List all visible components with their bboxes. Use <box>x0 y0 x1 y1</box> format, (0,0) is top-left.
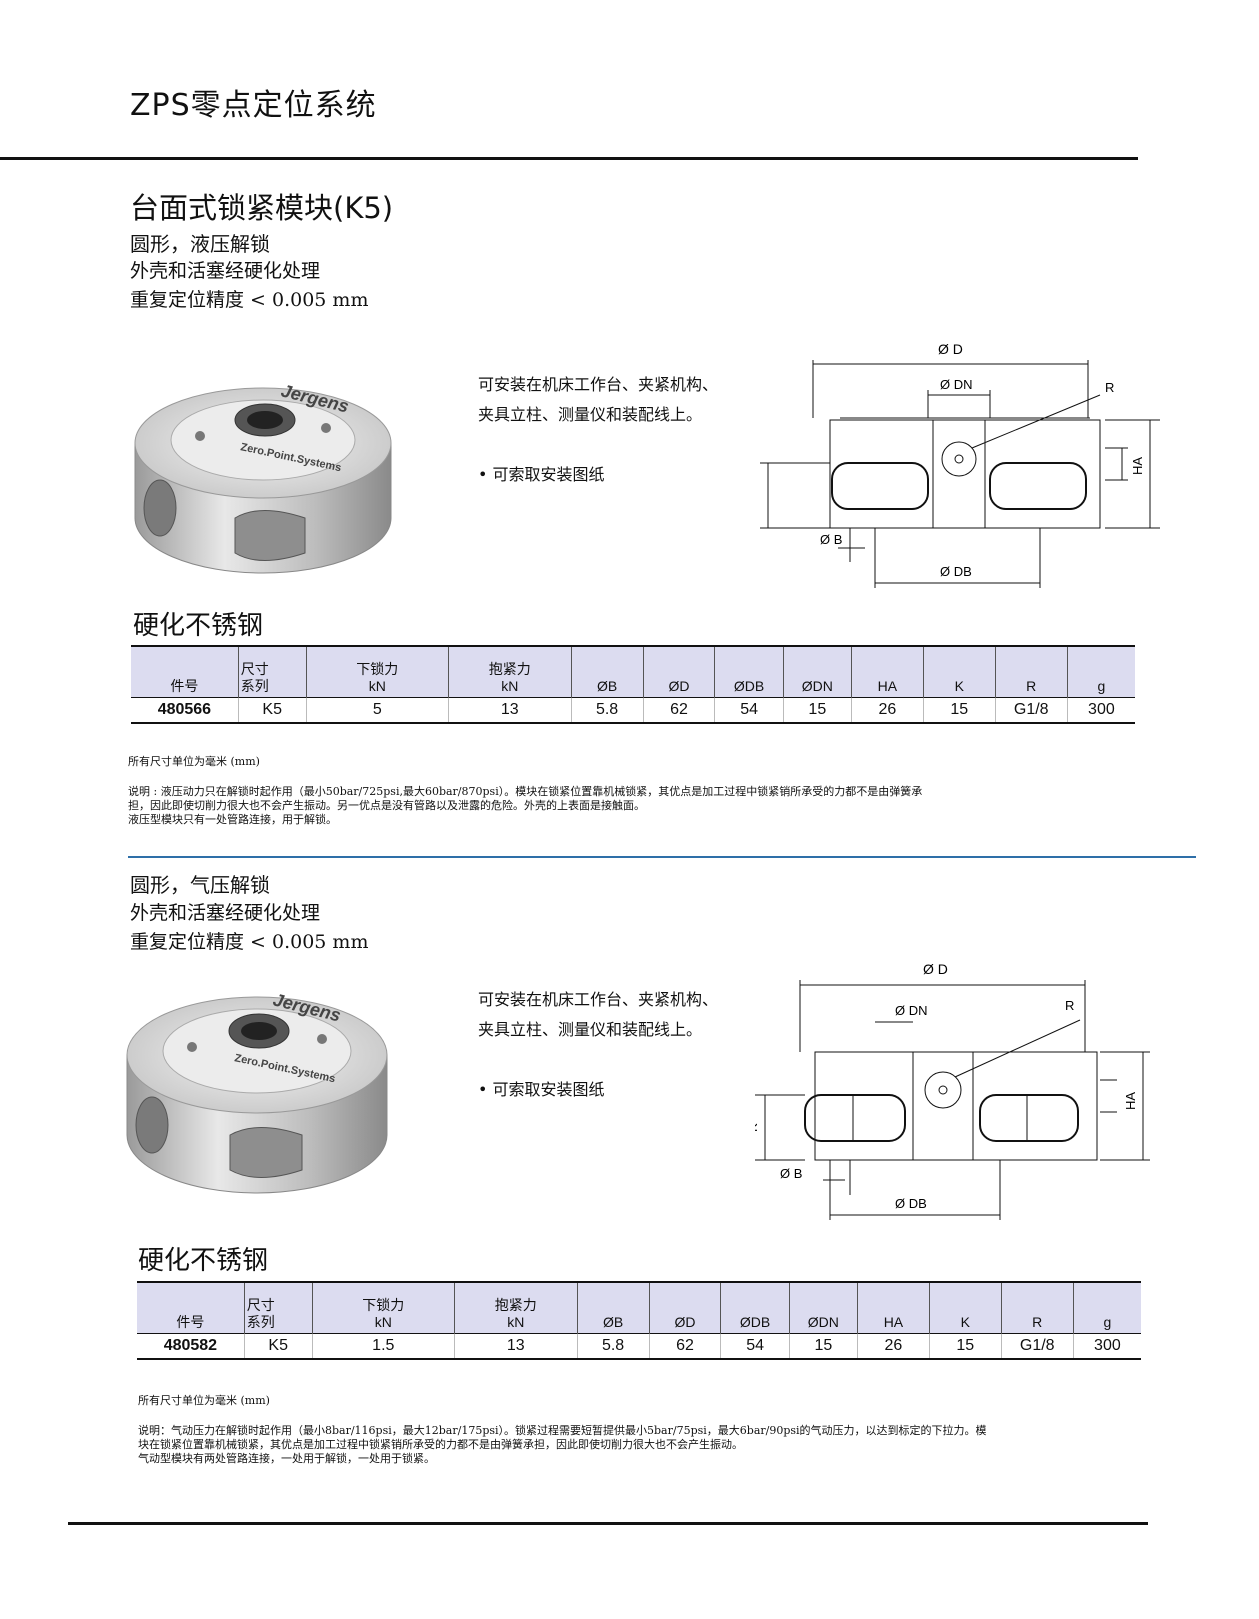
svg-text:Ø DB: Ø DB <box>895 1196 927 1211</box>
col-part-no: 件号 <box>131 646 239 698</box>
cell-g: 300 <box>1066 697 1135 723</box>
svg-text:Ø B: Ø B <box>820 532 842 547</box>
page-header-title: ZPS零点定位系统 <box>130 88 377 123</box>
svg-text:Ø D: Ø D <box>923 961 948 977</box>
table-row: 480582 K5 1.5 13 5.8 62 54 15 26 15 G1/8… <box>137 1333 1141 1359</box>
section-divider <box>128 856 1196 858</box>
col-r: R <box>994 646 1068 698</box>
cell-b: 5.8 <box>570 697 644 723</box>
col-k: K <box>928 1282 1002 1334</box>
table-row: 480566 K5 5 13 5.8 62 54 15 26 15 G1/8 3… <box>131 697 1135 723</box>
col-part-no: 件号 <box>137 1282 245 1334</box>
footer-divider <box>68 1522 1148 1525</box>
cell-k: 15 <box>928 1333 1002 1359</box>
col-db: ØDB <box>720 1282 790 1334</box>
pneumatic-label: 圆形，气压解锁 <box>130 873 270 897</box>
hydraulic-line1: 外壳和活塞经硬化处理 <box>130 260 321 282</box>
col-b: ØB <box>576 1282 650 1334</box>
svg-text:Ø B: Ø B <box>780 1166 802 1181</box>
cell-ha: 26 <box>850 697 924 723</box>
hydraulic-label: 圆形，液压解锁 <box>130 232 270 256</box>
cell-pull-force: 5 <box>305 697 449 723</box>
cell-d: 62 <box>642 697 715 723</box>
section-title: 台面式锁紧模块(K5) <box>130 191 394 225</box>
col-ha: HA <box>850 646 924 698</box>
hydraulic-explain: 说明 : 液压动力只在解锁时起作用（最小50bar/725psi,最大60bar… <box>128 785 923 826</box>
cell-db: 54 <box>714 697 784 723</box>
cell-size: K5 <box>237 697 307 723</box>
col-clamp-force: 抱紧力 kN <box>447 646 572 698</box>
svg-text:Ø DN: Ø DN <box>895 1003 928 1018</box>
col-r: R <box>1000 1282 1074 1334</box>
cell-r: G1/8 <box>1000 1333 1074 1359</box>
col-d: ØD <box>642 646 715 698</box>
spec-table-pneumatic: 件号 尺寸 系列 下锁力 kN 抱紧力 kN ØB ØD ØDB ØDN HA … <box>137 1281 1141 1360</box>
table-header-row: 件号 尺寸 系列 下锁力 kN 抱紧力 kN ØB ØD ØDB ØDN HA … <box>137 1282 1141 1334</box>
col-clamp-force: 抱紧力 kN <box>453 1282 578 1334</box>
cell-b: 5.8 <box>576 1333 650 1359</box>
pneumatic-material: 硬化不锈钢 <box>138 1246 269 1276</box>
cell-db: 54 <box>720 1333 790 1359</box>
svg-text:HA: HA <box>1130 457 1145 475</box>
pneumatic-units-note: 所有尺寸单位为毫米 (mm) <box>138 1394 270 1407</box>
pneumatic-desc-2: 夹具立柱、测量仪和装配线上。 <box>478 1020 703 1039</box>
dimension-drawing-hydraulic: Ø D Ø DN R HA K Ø B Ø DB <box>760 341 1160 588</box>
hydraulic-material: 硬化不锈钢 <box>133 611 264 641</box>
cell-part-no: 480566 <box>157 701 212 718</box>
cell-dn: 15 <box>782 697 852 723</box>
col-dn: ØDN <box>788 1282 858 1334</box>
cell-clamp-force: 13 <box>447 697 572 723</box>
hydraulic-desc-1: 可安装在机床工作台、夹紧机构、 <box>478 375 719 394</box>
cell-pull-force: 1.5 <box>311 1333 455 1359</box>
svg-text:HA: HA <box>1123 1092 1138 1110</box>
header-divider <box>0 157 1138 160</box>
svg-text:Ø DN: Ø DN <box>940 377 973 392</box>
svg-text:Ø DB: Ø DB <box>940 564 972 579</box>
cell-ha: 26 <box>856 1333 930 1359</box>
col-k: K <box>922 646 996 698</box>
hydraulic-line2: 重复定位精度 < 0.005 mm <box>130 289 369 311</box>
cell-d: 62 <box>648 1333 721 1359</box>
col-pull-force: 下锁力 kN <box>311 1282 455 1334</box>
svg-text:K: K <box>760 489 763 498</box>
dimension-drawing-pneumatic: Ø D Ø DN R HA K Ø B Ø DB <box>755 961 1150 1220</box>
col-size: 尺寸 系列 <box>243 1282 313 1334</box>
col-size: 尺寸 系列 <box>237 646 307 698</box>
svg-text:Ø D: Ø D <box>938 341 963 357</box>
svg-text:R: R <box>1105 380 1114 395</box>
table-header-row: 件号 尺寸 系列 下锁力 kN 抱紧力 kN ØB ØD ØDB ØDN HA … <box>131 646 1135 698</box>
col-b: ØB <box>570 646 644 698</box>
product-image-pneumatic: Jergens Zero.Point.Systems <box>126 989 388 1194</box>
col-g: g <box>1072 1282 1141 1334</box>
col-d: ØD <box>648 1282 721 1334</box>
cell-g: 300 <box>1072 1333 1141 1359</box>
col-dn: ØDN <box>782 646 852 698</box>
col-g: g <box>1066 646 1135 698</box>
pneumatic-explain: 说明：气动压力在解锁时起作用（最小8bar/116psi，最大12bar/175… <box>138 1424 987 1465</box>
svg-text:R: R <box>1065 998 1074 1013</box>
cell-clamp-force: 13 <box>453 1333 578 1359</box>
cell-r: G1/8 <box>994 697 1068 723</box>
pneumatic-desc-1: 可安装在机床工作台、夹紧机构、 <box>478 990 719 1009</box>
pneumatic-bullet: • 可索取安装图纸 <box>478 1080 605 1099</box>
col-db: ØDB <box>714 646 784 698</box>
hydraulic-units-note: 所有尺寸单位为毫米 (mm) <box>128 755 260 768</box>
hydraulic-desc-2: 夹具立柱、测量仪和装配线上。 <box>478 405 703 424</box>
cell-size: K5 <box>243 1333 313 1359</box>
cell-k: 15 <box>922 697 996 723</box>
spec-table-hydraulic: 件号 尺寸 系列 下锁力 kN 抱紧力 kN ØB ØD ØDB ØDN HA … <box>131 645 1135 724</box>
hydraulic-bullet: • 可索取安装图纸 <box>478 465 605 484</box>
product-image-hydraulic: Jergens Zero.Point.Systems <box>134 380 392 574</box>
pneumatic-line1: 外壳和活塞经硬化处理 <box>130 902 321 924</box>
col-pull-force: 下锁力 kN <box>305 646 449 698</box>
pneumatic-line2: 重复定位精度 < 0.005 mm <box>130 931 369 953</box>
col-ha: HA <box>856 1282 930 1334</box>
cell-dn: 15 <box>788 1333 858 1359</box>
svg-text:K: K <box>755 1123 760 1132</box>
cell-part-no: 480582 <box>163 1337 218 1354</box>
